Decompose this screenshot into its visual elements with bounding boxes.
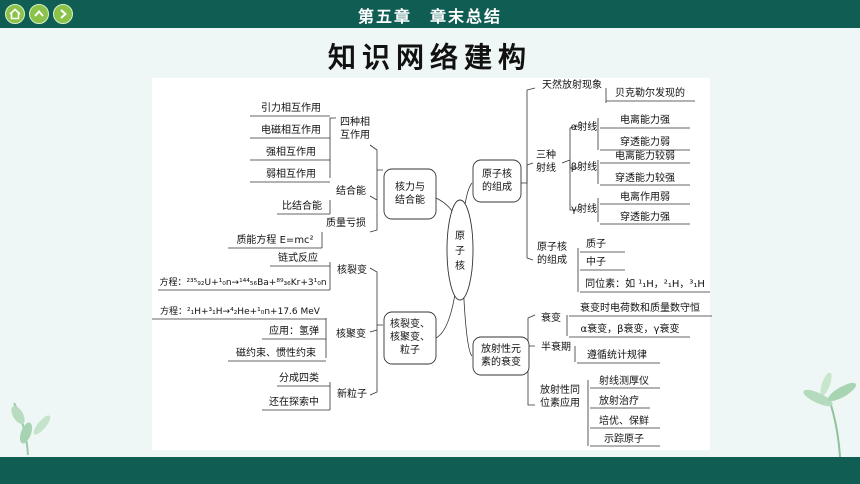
leaf-gamma-penetration: 穿透能力强 [620, 210, 670, 223]
leaf-isotope: 同位素：如 ¹₁H，²₁H，³₁H [585, 277, 705, 290]
leaf-confinement: 磁约束、惯性约束 [236, 346, 316, 359]
half-life-label: 半衰期 [541, 340, 571, 353]
gamma-ray-label: γ射线 [571, 202, 597, 215]
particles-label: 新粒子 [337, 387, 367, 400]
isotope-application-label: 放射性同位素应用 [540, 383, 580, 409]
mass-defect-label: 质量亏损 [326, 216, 366, 229]
decay-label: 衰变 [541, 311, 561, 324]
leaf-gamma-ionization: 电离作用弱 [620, 190, 670, 203]
leaf-fusion-equation: 方程：²₁H+³₁H→⁴₂He+¹₀n+17.6 MeV [160, 305, 321, 317]
leaf-statistical: 遵循统计规律 [587, 348, 647, 361]
reaction-node: 核裂变、核聚变、粒子 [390, 317, 430, 356]
leaf-mass-energy: 质能方程 E=mc² [236, 233, 313, 246]
leaf-chain-reaction: 链式反应 [278, 251, 318, 264]
leaf-specific-binding: 比结合能 [282, 199, 322, 212]
force-node-box [383, 168, 437, 220]
leaf-tracer: 示踪原子 [604, 432, 644, 445]
leaf-proton: 质子 [586, 238, 606, 250]
three-rays-label: 三种射线 [536, 148, 556, 174]
leaf-gravity: 引力相互作用 [261, 101, 321, 114]
nucleus-composition-label: 原子核的组成 [537, 240, 567, 266]
decay-node: 放射性元素的衰变 [481, 342, 521, 368]
leaf-breeding: 培优、保鲜 [599, 414, 649, 427]
leaf-neutron: 中子 [586, 255, 606, 268]
center-node: 原子核 [455, 230, 465, 272]
force-node: 核力与结合能 [395, 180, 425, 206]
reaction-node-box [383, 311, 437, 365]
chevron-right-icon [60, 9, 68, 19]
leaf-electromagnetic: 电磁相互作用 [261, 123, 321, 136]
center-node-outline [446, 199, 474, 301]
leaf-beta-ionization: 电离能力较弱 [615, 149, 675, 162]
home-button[interactable] [5, 4, 25, 24]
palm-decoration-right [803, 372, 857, 457]
composition-node: 原子核的组成 [482, 167, 512, 193]
leaf-beta-penetration: 穿透能力较强 [615, 171, 675, 184]
four-interactions-label: 四种相互作用 [340, 115, 370, 141]
leaf-decoration-left [11, 402, 51, 456]
leaf-hydrogen-bomb: 应用：氢弹 [269, 324, 319, 337]
page-title: 知识网络建构 [327, 41, 532, 74]
natural-radioactivity-label: 天然放射现象 [542, 78, 602, 91]
leaf-fission-equation: 方程：²³⁵₉₂U+¹₀n→¹⁴⁴₅₆Ba+⁸⁹₃₆Kr+3¹₀n [159, 276, 326, 288]
bottom-bar [0, 457, 860, 484]
alpha-ray-label: α射线 [571, 120, 598, 133]
fission-label: 核裂变 [337, 263, 367, 276]
composition-node-box [472, 159, 522, 203]
leaf-conservation: 衰变时电荷数和质量数守恒 [580, 301, 700, 314]
leaf-alpha-penetration: 穿透能力弱 [620, 135, 670, 148]
beta-ray-label: β射线 [571, 160, 597, 173]
leaf-radiotherapy: 放射治疗 [599, 394, 639, 407]
binding-energy-label: 结合能 [336, 184, 366, 197]
next-button[interactable] [53, 4, 73, 24]
home-icon [9, 8, 21, 20]
top-bar: 第五章 章末总结 [0, 0, 860, 28]
leaf-exploring: 还在探索中 [269, 395, 319, 408]
fusion-label: 核聚变 [336, 327, 366, 340]
leaf-four-classes: 分成四类 [279, 371, 319, 384]
chapter-title: 第五章 章末总结 [357, 7, 502, 26]
prev-button[interactable] [29, 4, 49, 24]
leaf-strong: 强相互作用 [266, 145, 316, 158]
leaf-thickness-gauge: 射线测厚仪 [599, 374, 649, 387]
leaf-decay-types: α衰变，β衰变，γ衰变 [581, 322, 680, 335]
leaf-weak: 弱相互作用 [266, 167, 316, 180]
leaf-becquerel: 贝克勒尔发现的 [615, 86, 685, 99]
decay-node-box [472, 336, 530, 376]
leaf-alpha-ionization: 电离能力强 [620, 113, 670, 126]
chevron-left-icon [34, 9, 44, 17]
